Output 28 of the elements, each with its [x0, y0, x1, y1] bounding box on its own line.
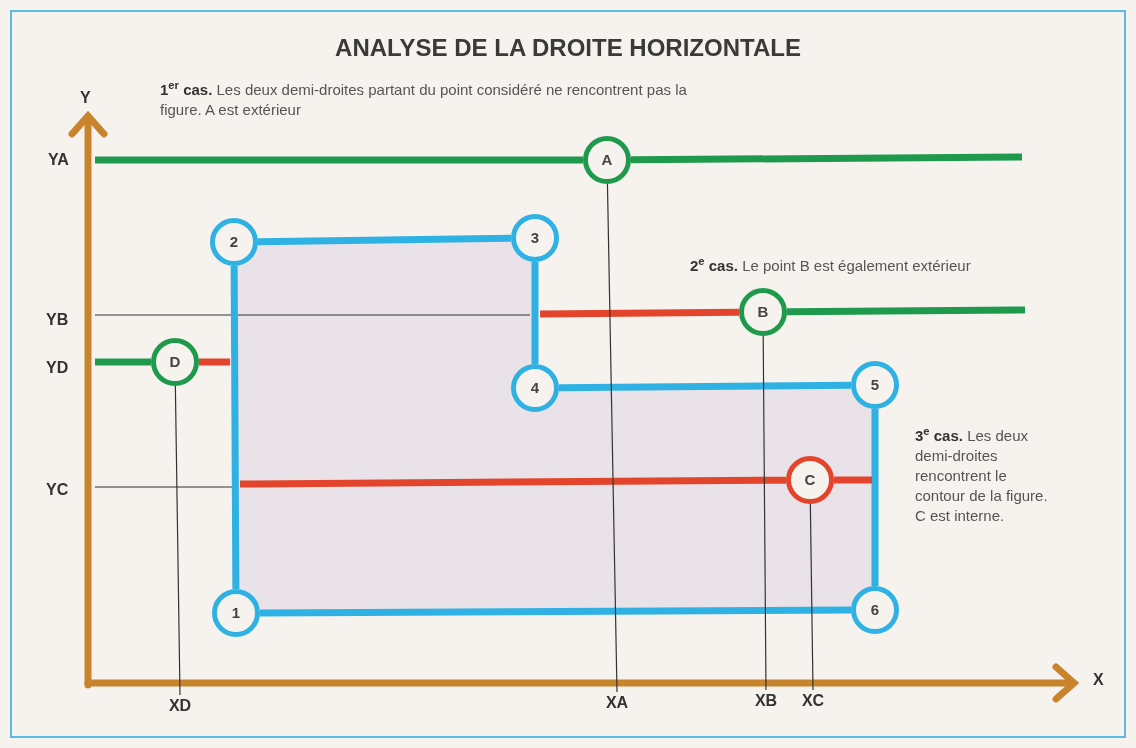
- half-line: [558, 381, 852, 392]
- case-note: 3$^{e}$ cas. Les deux demi-droites rencontrent le contour de la figure. C est interne.: [915, 426, 1049, 526]
- half-line: [539, 308, 740, 318]
- coordinate-label: XB: [754, 692, 778, 710]
- coordinate-label: XA: [605, 694, 629, 712]
- half-line: [174, 385, 181, 696]
- half-line: [531, 262, 539, 364]
- half-line: [786, 306, 1026, 316]
- half-line: [762, 335, 767, 691]
- half-line: [239, 476, 787, 488]
- coordinate-label: YB: [46, 310, 69, 330]
- coordinate-label: XC: [801, 692, 825, 710]
- coordinate-label: XD: [168, 697, 192, 715]
- half-line: [809, 503, 814, 691]
- axis-label: Y: [80, 88, 91, 108]
- half-line: [606, 183, 618, 693]
- case-note: 2$^{e}$ cas. Le point B est également extérieur: [690, 256, 972, 276]
- half-line: [871, 409, 879, 586]
- case-note: 1$^{er}$ cas. Les deux demi-droites partant du point considéré ne rencontrent pas la figure. A est extérieur: [160, 80, 688, 120]
- half-line: [257, 234, 512, 246]
- axis-label: X: [1093, 670, 1104, 690]
- coordinate-label: YD: [46, 358, 69, 378]
- half-line: [260, 606, 851, 617]
- coordinate-label: YA: [48, 150, 69, 170]
- half-line: [230, 265, 240, 590]
- coordinate-label: YC: [46, 480, 69, 500]
- title: ANALYSE DE LA DROITE HORIZONTALE: [334, 33, 802, 63]
- half-line: [630, 153, 1023, 164]
